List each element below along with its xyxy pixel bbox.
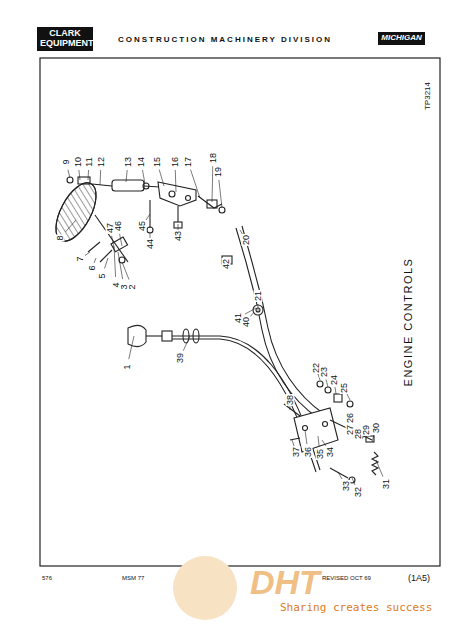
callout-number: 26 bbox=[346, 412, 355, 424]
callout-number: 14 bbox=[137, 156, 146, 168]
leader-lines bbox=[65, 166, 383, 485]
leader-line bbox=[258, 304, 259, 312]
leader-line bbox=[114, 246, 116, 277]
leader-line bbox=[129, 336, 134, 359]
company-logo: CLARK EQUIPMENT bbox=[37, 27, 93, 51]
leader-line bbox=[250, 312, 254, 317]
leader-line bbox=[112, 236, 114, 248]
leader-line bbox=[120, 234, 122, 246]
callout-number: 39 bbox=[176, 352, 185, 364]
callout-number: 1 bbox=[123, 363, 132, 370]
callout-number: 47 bbox=[106, 222, 115, 234]
callout-number: 43 bbox=[174, 230, 183, 242]
leader-line bbox=[318, 436, 319, 446]
plate-number: TP3214 bbox=[424, 81, 432, 111]
leader-line bbox=[335, 387, 336, 394]
leader-line bbox=[105, 258, 108, 268]
leader-line bbox=[88, 170, 90, 180]
leader-line bbox=[118, 252, 123, 279]
callout-number: 3 bbox=[120, 283, 129, 290]
callout-number: 29 bbox=[362, 424, 371, 436]
brand-badge: MICHIGAN bbox=[378, 32, 425, 45]
callout-number: 5 bbox=[98, 272, 107, 279]
engine-controls-parts bbox=[48, 177, 378, 483]
callout-number: 25 bbox=[340, 382, 349, 394]
leader-line bbox=[159, 170, 164, 186]
leader-line bbox=[191, 170, 200, 198]
leader-line bbox=[68, 170, 70, 178]
callout-number: 24 bbox=[330, 374, 339, 386]
leader-line bbox=[352, 478, 355, 485]
callout-number: 13 bbox=[124, 156, 133, 168]
page-number: (1A5) bbox=[408, 574, 430, 583]
callout-number: 17 bbox=[184, 156, 193, 168]
leader-line bbox=[175, 170, 177, 192]
leader-line bbox=[376, 460, 383, 477]
callout-number: 9 bbox=[62, 158, 71, 165]
revision-date: REVISED OCT 69 bbox=[322, 575, 371, 581]
footer-code: 576 bbox=[42, 575, 52, 581]
leader-line bbox=[305, 430, 307, 444]
callout-number: 46 bbox=[114, 220, 123, 232]
callout-number: 19 bbox=[214, 166, 223, 178]
leader-line bbox=[65, 220, 76, 232]
callout-number: 11 bbox=[85, 156, 94, 167]
leader-line bbox=[146, 214, 150, 220]
callout-number: 41 bbox=[234, 312, 243, 324]
callout-number: 16 bbox=[171, 156, 180, 168]
leader-line bbox=[85, 252, 90, 256]
callout-number: 33 bbox=[342, 480, 351, 492]
callout-number: 44 bbox=[146, 238, 155, 250]
leader-line bbox=[126, 170, 127, 182]
callout-number: 37 bbox=[292, 446, 301, 458]
leader-line bbox=[79, 170, 80, 180]
leader-line bbox=[122, 262, 129, 280]
leader-line bbox=[219, 180, 222, 208]
leader-line bbox=[142, 170, 145, 184]
callout-number: 31 bbox=[382, 478, 391, 490]
callout-number: 10 bbox=[74, 156, 83, 168]
callout-number: 4 bbox=[112, 281, 121, 288]
callout-number: 6 bbox=[88, 264, 97, 271]
leader-line bbox=[347, 394, 350, 400]
callout-number: 42 bbox=[222, 258, 231, 270]
callout-number: 7 bbox=[76, 255, 85, 262]
callout-number: 32 bbox=[354, 486, 363, 498]
figure-title: ENGINE CONTROLS bbox=[403, 257, 414, 388]
footer-code: MSM 77 bbox=[122, 575, 144, 581]
callout-number: 36 bbox=[304, 446, 313, 458]
callout-number: 38 bbox=[286, 394, 295, 406]
leader-line bbox=[245, 308, 256, 314]
callout-number: 30 bbox=[372, 422, 381, 434]
frame bbox=[40, 58, 440, 566]
callout-number: 8 bbox=[56, 234, 65, 241]
watermark-slogan: Sharing creates success bbox=[280, 602, 432, 613]
callout-number: 18 bbox=[209, 152, 218, 164]
callout-number: 21 bbox=[254, 290, 263, 302]
logo-text: MICHIGAN bbox=[381, 34, 422, 43]
callout-number: 15 bbox=[153, 156, 162, 168]
watermark: DHT bbox=[250, 565, 320, 599]
callout-number: 35 bbox=[316, 448, 325, 460]
callout-number: 23 bbox=[320, 366, 329, 378]
callout-number: 12 bbox=[97, 156, 106, 168]
logo-text: CLARK EQUIPMENT bbox=[40, 29, 90, 49]
division-heading: CONSTRUCTION MACHINERY DIVISION bbox=[118, 36, 332, 44]
callout-number: 2 bbox=[128, 283, 137, 290]
watermark-logo bbox=[173, 556, 237, 620]
leader-line bbox=[100, 170, 102, 185]
callout-number: 45 bbox=[138, 220, 147, 232]
leader-line bbox=[183, 336, 190, 351]
leader-line bbox=[326, 380, 328, 388]
callout-number: 20 bbox=[242, 234, 251, 246]
callout-number: 40 bbox=[242, 316, 251, 328]
leader-line bbox=[372, 435, 374, 442]
callout-number: 34 bbox=[326, 446, 335, 458]
leader-line bbox=[94, 258, 96, 263]
leader-line bbox=[338, 472, 342, 479]
